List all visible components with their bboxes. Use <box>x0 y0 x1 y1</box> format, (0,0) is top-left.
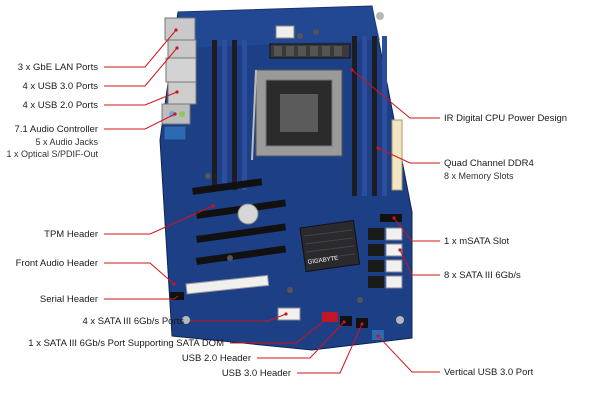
leader-dots <box>172 28 402 338</box>
bottom-sata-ports <box>277 307 301 321</box>
callout-tpm-header: TPM Header <box>44 229 98 240</box>
vrm-chokes <box>269 43 351 59</box>
usb2-header-block <box>340 316 352 326</box>
msata-slot <box>380 214 402 222</box>
callout-vertical-usb30-port: Vertical USB 3.0 Port <box>444 367 534 378</box>
callout-spdif-out: 1 x Optical S/PDIF-Out <box>6 149 98 159</box>
callout-front-audio-header: Front Audio Header <box>15 258 98 269</box>
callout-usb30-ports: 4 x USB 3.0 Ports <box>22 81 98 92</box>
dimm-slots-left <box>212 40 247 190</box>
callout-sata-dom-port: 1 x SATA III 6Gb/s Port Supporting SATA … <box>28 338 224 349</box>
callout-sata-4-ports: 4 x SATA III 6Gb/s Ports <box>82 316 184 327</box>
callout-leaders <box>104 29 440 374</box>
chipset-heatsink: GIGABYTE <box>299 219 361 273</box>
callout-sata-8-ports: 8 x SATA III 6Gb/s <box>444 270 521 281</box>
callout-cpu-power-design: IR Digital CPU Power Design <box>444 113 568 124</box>
cpu-socket <box>251 69 343 161</box>
serial-header-block <box>170 292 184 300</box>
dimm-slots-right <box>352 36 387 196</box>
callout-lan-ports: 3 x GbE LAN Ports <box>17 62 98 73</box>
callout-memory-slots: 8 x Memory Slots <box>444 171 514 181</box>
callout-usb20-ports: 4 x USB 2.0 Ports <box>22 100 98 111</box>
sata-ports-right <box>368 227 403 289</box>
board-brand-label: GIGABYTE <box>307 256 338 266</box>
callout-audio-jacks: 5 x Audio Jacks <box>35 137 98 147</box>
callout-usb30-header: USB 3.0 Header <box>221 368 291 379</box>
callout-serial-header: Serial Header <box>39 294 98 305</box>
callout-audio-controller: 7.1 Audio Controller <box>14 124 98 135</box>
callout-msata-slot: 1 x mSATA Slot <box>444 236 510 247</box>
cmos-battery <box>237 203 259 225</box>
sata-dom-port <box>322 312 338 322</box>
callout-quad-channel-ddr4: Quad Channel DDR4 <box>444 158 534 169</box>
pci-slot <box>185 274 270 295</box>
callout-usb20-header: USB 2.0 Header <box>181 353 251 364</box>
